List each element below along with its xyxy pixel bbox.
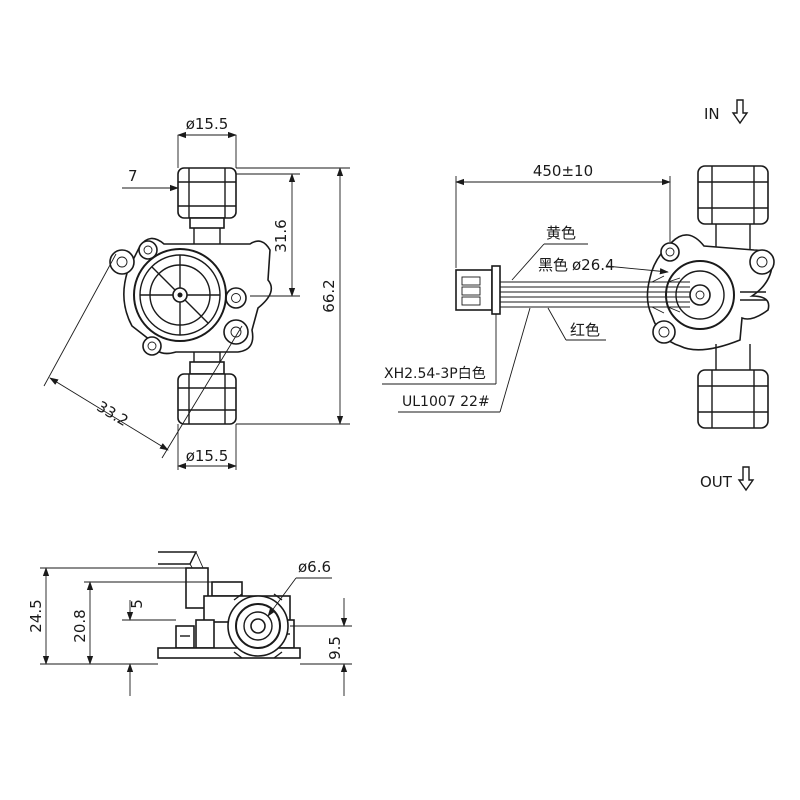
dim-cable-length: 450±10 [455,162,671,268]
front-view: ø15.5 7 31.6 66.2 33.2 [43,115,350,470]
dim-body-diameter-label: ø26.4 [572,256,615,274]
dim-hole-diameter-label: ø6.6 [298,558,331,576]
dim-245-label: 24.5 [27,599,45,632]
front-body [109,237,273,356]
bottom-port [227,593,289,659]
dim-five-label: 5 [128,599,146,609]
label-connector: XH2.54-3P白色 [382,314,497,385]
bottom-view: ø6.6 24.5 20.8 5 9.5 [27,551,352,696]
dim-bottom-diameter-label: ø15.5 [186,447,229,465]
dim-316-label: 31.6 [272,219,290,252]
side-view: IN [382,99,775,492]
side-body [646,234,775,351]
label-yellow-wire: 黄色 [511,224,588,281]
dim-top-diameter-label: ø15.5 [186,115,229,133]
dim-316: 31.6 [236,173,300,297]
connector-plug [455,265,501,315]
side-bottom-fitting [697,344,769,429]
label-wire-spec: UL1007 22# [398,307,531,413]
dim-208: 20.8 [71,581,212,665]
down-arrow-in-icon [731,99,749,125]
connector-label: XH2.54-3P白色 [384,365,486,382]
dim-body-diameter: ø26.4 [572,256,669,275]
dim-208-label: 20.8 [71,609,89,642]
bottom-fitting [177,352,237,425]
side-top-fitting [697,165,769,250]
dim-seven-label: 7 [128,167,138,185]
dim-332-label: 33.2 [94,397,132,430]
wire-yellow-label: 黄色 [546,224,576,242]
wire-spec-label: UL1007 22# [402,394,490,410]
label-black-wire: 黑色 [538,256,568,274]
wire-red-label: 红色 [570,321,600,339]
dim-662: 66.2 [236,167,350,425]
dim-662-label: 66.2 [320,279,338,312]
out-label: OUT [700,473,733,491]
top-fitting [177,167,237,244]
dim-hole-diameter: ø6.6 [267,558,332,617]
dim-bottom-diameter: ø15.5 [177,424,237,470]
dim-seven: 7 [122,167,179,192]
dim-top-diameter: ø15.5 [177,115,237,168]
dim-five: 5 [122,599,176,696]
down-arrow-out-icon [737,466,755,492]
label-red-wire: 红色 [547,307,606,341]
dim-95-label: 9.5 [326,636,344,660]
in-label: IN [704,105,720,123]
wire-bundle [500,275,690,314]
dim-cable-length-label: 450±10 [533,162,593,180]
wire-black-label: 黑色 [538,256,568,274]
dim-245: 24.5 [27,567,186,665]
dim-95: 9.5 [290,598,352,696]
